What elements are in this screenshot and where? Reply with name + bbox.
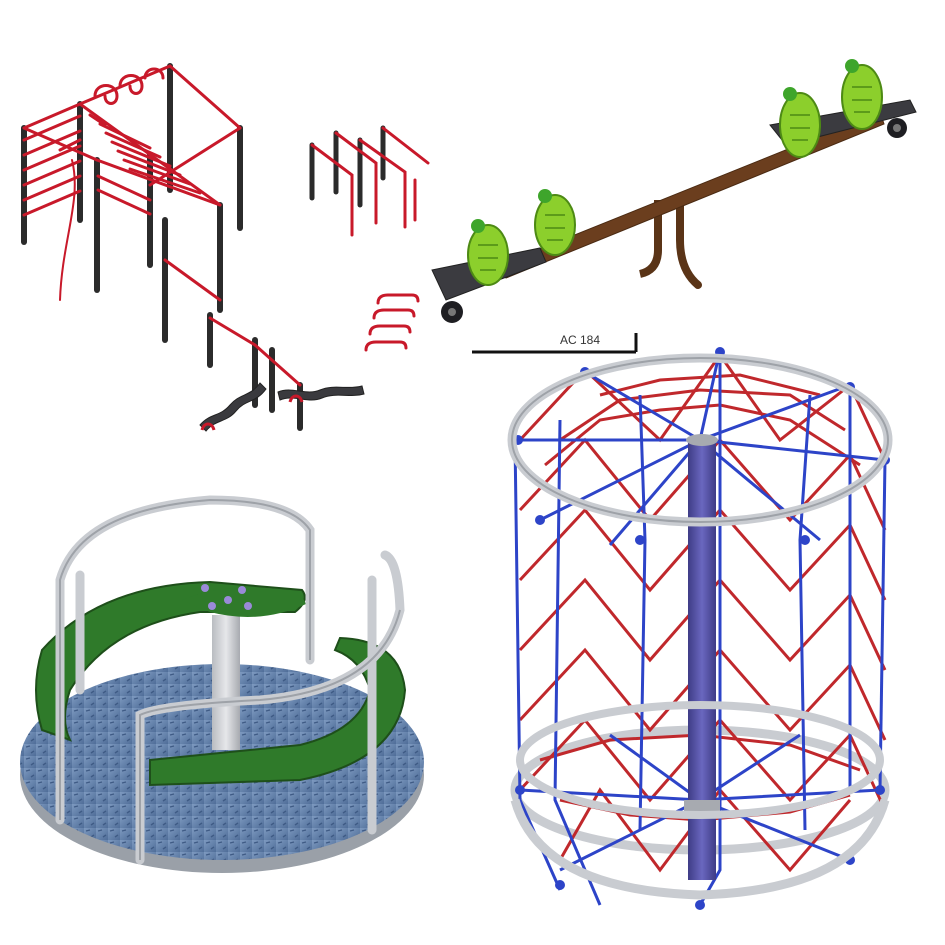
seesaw: [431, 59, 917, 323]
seesaw-label-group: AC 184: [472, 333, 638, 354]
seesaw-label: AC 184: [560, 333, 600, 347]
merry-go-round: [20, 495, 424, 873]
step-rungs: [364, 293, 420, 352]
climbing-frame: [21, 63, 365, 432]
parallel-bars: [309, 125, 430, 237]
net-climbing-tower: [507, 347, 893, 910]
